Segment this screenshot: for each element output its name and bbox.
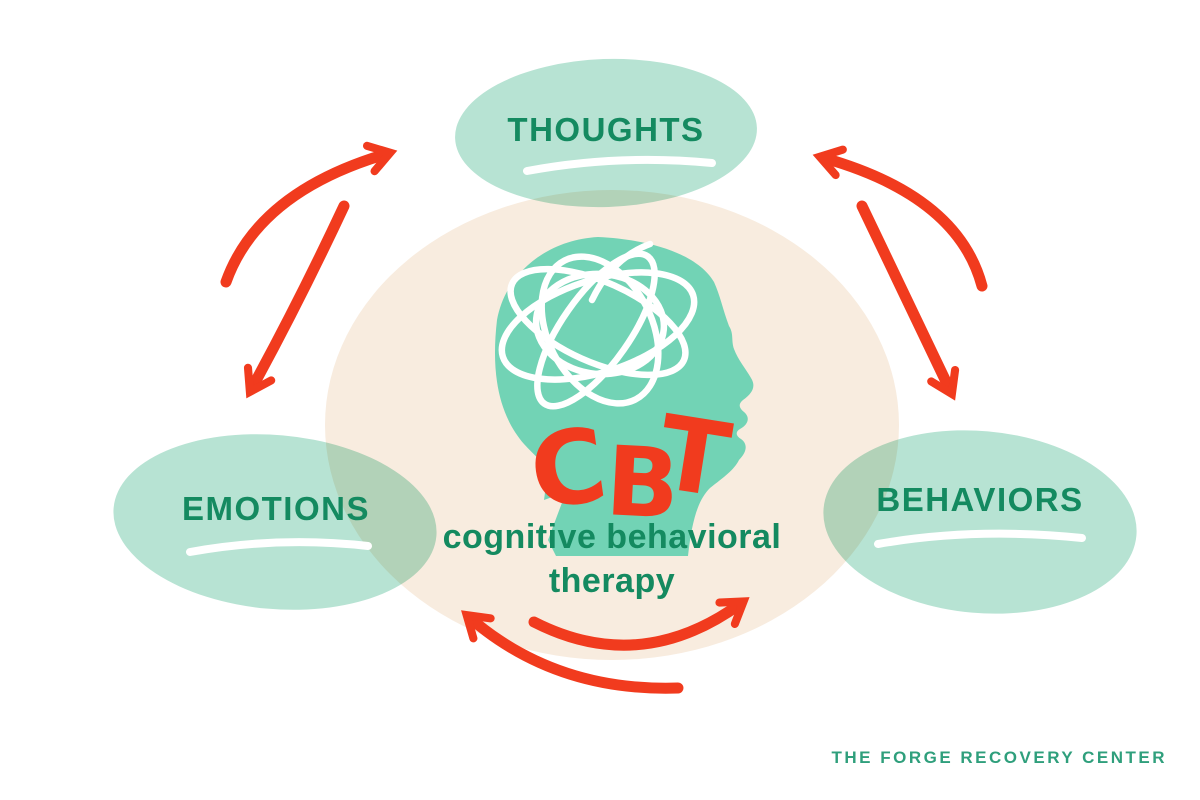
- arrow-thoughts-to-emotions: [243, 200, 350, 399]
- subtitle-line-2: therapy: [548, 562, 676, 600]
- arrow-behaviors-to-emotions: [461, 610, 684, 694]
- cbt-letter-c: C: [523, 405, 614, 534]
- scribble-brain-icon: [498, 240, 698, 410]
- thoughts-underline: [523, 155, 716, 175]
- cbt-letter-t: T: [650, 393, 738, 522]
- arrow-thoughts-to-behaviors: [856, 200, 960, 401]
- subtitle-line-1: cognitive behavioral: [442, 518, 782, 556]
- arrow-emotions-to-behaviors: [528, 597, 750, 651]
- emotions-label: EMOTIONS: [181, 490, 370, 527]
- thoughts-label: THOUGHTS: [507, 111, 705, 148]
- arrow-behaviors-to-thoughts: [812, 145, 988, 292]
- behaviors-underline: [874, 529, 1086, 548]
- emotions-bubble: [113, 434, 437, 610]
- emotions-underline: [186, 538, 372, 556]
- behaviors-label: BEHAVIORS: [876, 481, 1084, 518]
- behaviors-bubble: [823, 430, 1137, 614]
- footer-brand: THE FORGE RECOVERY CENTER: [831, 748, 1167, 767]
- arrow-emotions-to-thoughts: [220, 141, 398, 288]
